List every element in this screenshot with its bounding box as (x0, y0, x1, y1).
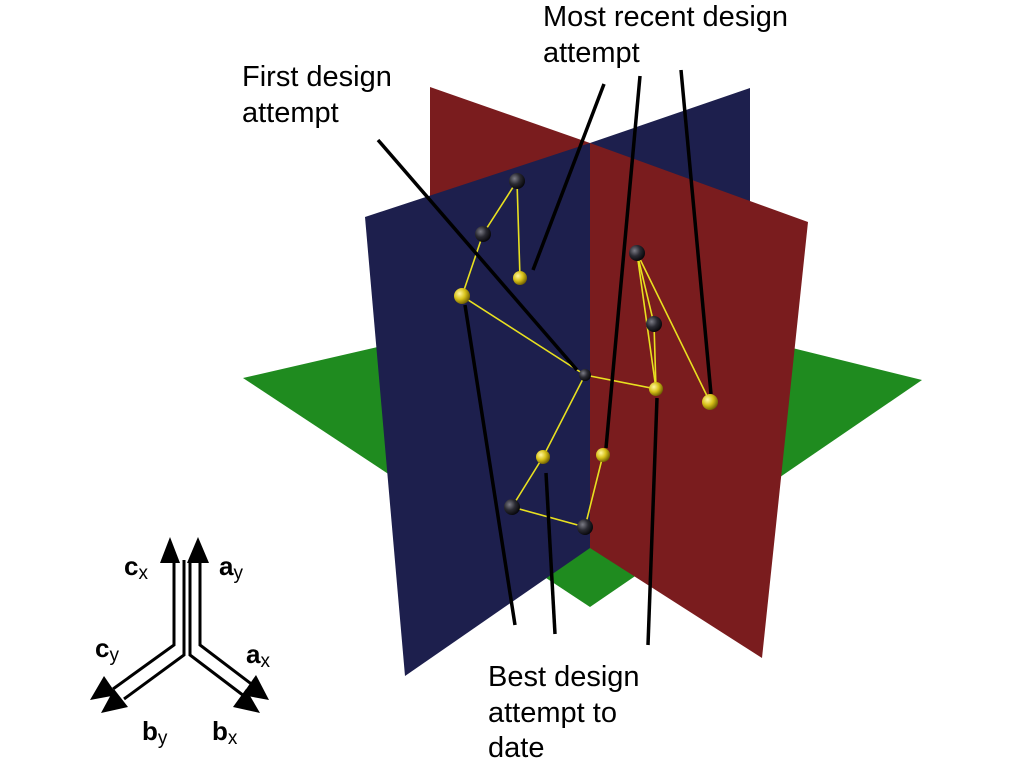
trail-right-link (636, 252, 657, 390)
label-first-design: First design attempt (242, 61, 400, 129)
attempt-point (646, 316, 662, 332)
attempt-point (579, 369, 591, 381)
attempt-point (629, 245, 645, 261)
attempt-point (504, 499, 520, 515)
axis-label-by: by (142, 716, 168, 749)
red-plane-front (590, 143, 808, 658)
leader-best-1 (463, 304, 517, 626)
leader-first-design (376, 138, 579, 372)
best-point (702, 394, 718, 410)
leader-best-3 (646, 397, 659, 646)
axis-label-ax: ax (246, 639, 270, 672)
axis-label-ay: ay (219, 551, 243, 584)
arrowhead-by (101, 689, 128, 713)
leader-recent-3 (679, 69, 713, 395)
label-most-recent: Most recent design attempt (543, 1, 796, 69)
attempt-point (509, 173, 525, 189)
leader-recent-2 (604, 75, 642, 449)
axis-label-cx: cx (124, 551, 148, 584)
leader-best-2 (544, 472, 557, 635)
axis-label-cy: cy (95, 633, 119, 666)
label-best-design: Best design attempt to date (488, 661, 648, 764)
leader-lines (376, 69, 713, 646)
arrowhead-bx (233, 689, 260, 713)
best-point (454, 288, 470, 304)
arrowhead-cy (90, 676, 117, 700)
navy-plane-front (365, 143, 590, 676)
design-points (454, 173, 718, 535)
arrowhead-cx (160, 537, 180, 563)
attempt-point (475, 226, 491, 242)
best-point (649, 382, 663, 396)
best-point (596, 448, 610, 462)
best-point (513, 271, 527, 285)
axis-key-outline (112, 560, 259, 701)
leader-recent-1 (531, 83, 606, 271)
arrowhead-ay (187, 537, 209, 563)
axis-key: cx ay cy ax by bx (90, 537, 270, 749)
attempt-point (577, 519, 593, 535)
best-point (536, 450, 550, 464)
axis-label-bx: bx (212, 716, 238, 749)
